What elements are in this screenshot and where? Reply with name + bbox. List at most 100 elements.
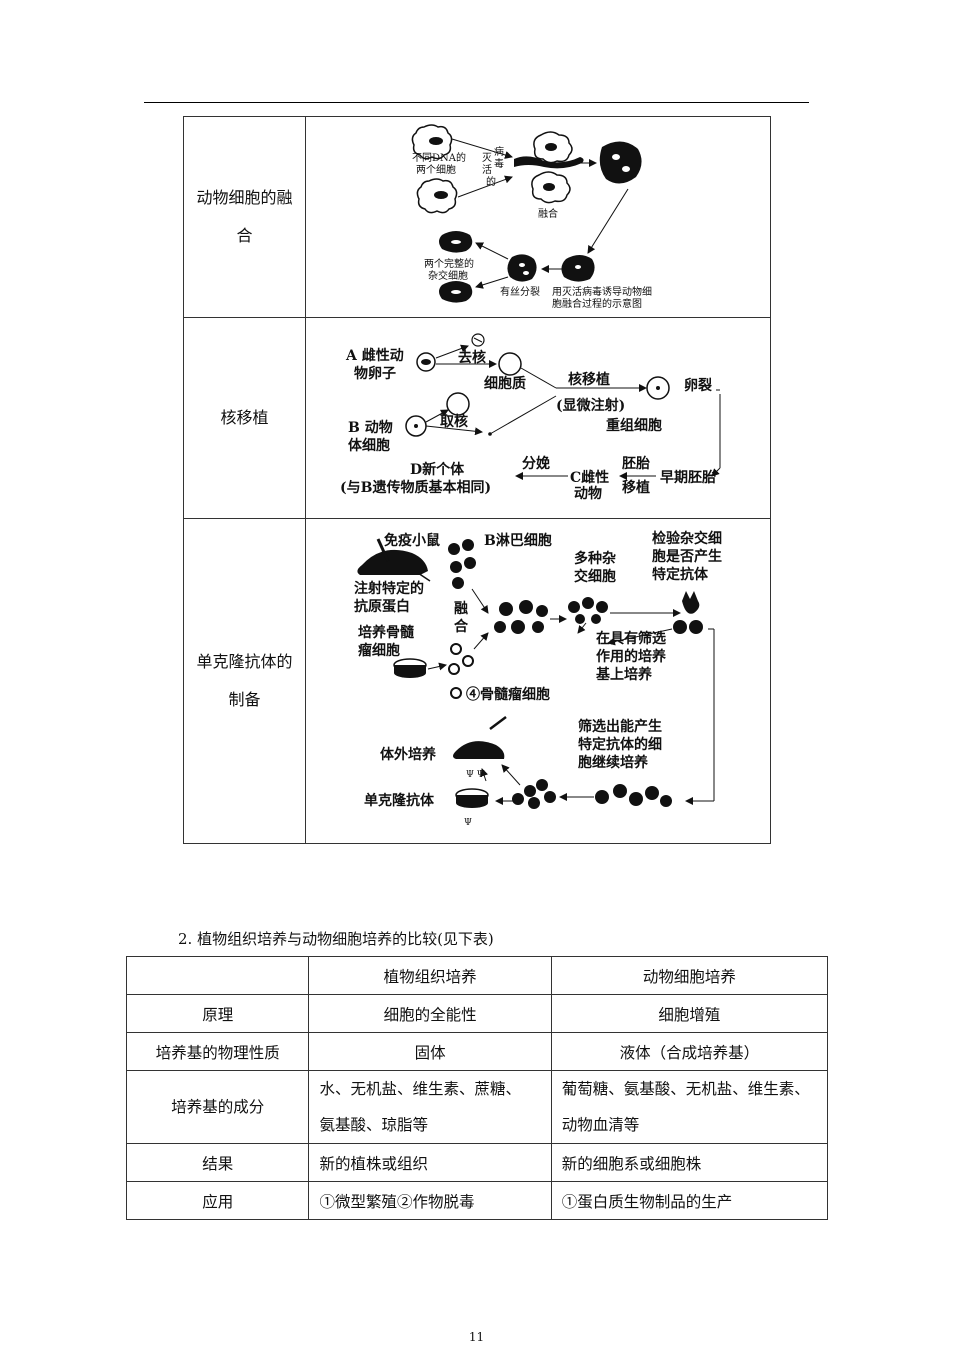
- culture-dish-icon: [393, 658, 427, 678]
- myeloma-cell-icon: [448, 643, 474, 699]
- diagram-label: 动物: [574, 485, 602, 502]
- empty-cell-icon: [446, 392, 470, 416]
- dividing-cell-icon: [561, 255, 595, 282]
- monoclonal-antibody-diagram: 免疫小鼠 注射特定的 抗原蛋白 B淋巴细胞 培养骨髓 瘤细胞: [354, 530, 722, 828]
- table-row: 原理 细胞的全能性 细胞增殖: [125, 994, 829, 1033]
- row-name-cell: 结果: [125, 1143, 310, 1182]
- nucleus-icon: [471, 333, 485, 347]
- egg-cell-icon: [416, 352, 436, 372]
- diagram-label: 培养骨髓: [358, 624, 415, 641]
- diagram-label: 胞是否产生: [651, 548, 722, 565]
- cell-line: 水、无机盐、维生素、蔗糖、: [319, 1080, 521, 1098]
- animal-cell: 葡萄糖、氨基酸、无机盐、维生素、 动物血清等: [550, 1070, 829, 1144]
- plant-cell: 细胞的全能性: [308, 994, 552, 1033]
- comparison-table-culture: 植物组织培养 动物细胞培养 原理 细胞的全能性 细胞增殖 培养基的物理性质 固体…: [125, 956, 829, 1220]
- table-header-row: 植物组织培养 动物细胞培养: [125, 956, 829, 995]
- row-name-cell: 原理: [125, 994, 310, 1033]
- diagram-label: 重组细胞: [606, 417, 662, 434]
- connector-line: [489, 395, 557, 435]
- cell-line: 葡萄糖、氨基酸、无机盐、维生素、: [561, 1080, 810, 1098]
- diagram-label: 单克隆抗体: [364, 792, 435, 809]
- diagram-label: 胞融合过程的示意图: [552, 297, 642, 310]
- diagram-label: 的: [486, 175, 496, 188]
- fused-cells-icon: [494, 600, 548, 634]
- plant-cell: 新的植株或组织: [308, 1143, 552, 1182]
- diagram-label: B淋巴细胞: [484, 532, 552, 549]
- cloned-cells-icon: [512, 779, 556, 809]
- cell-line: 动物血清等: [561, 1116, 640, 1134]
- arrow: [587, 188, 629, 254]
- diagram-label: 两个完整的: [424, 257, 474, 270]
- plant-cell: 水、无机盐、维生素、蔗糖、 氨基酸、琼脂等: [308, 1070, 552, 1144]
- table-row: 结果 新的植株或组织 新的细胞系或细胞株: [125, 1143, 829, 1182]
- diagram-label: A 雌性动: [345, 347, 404, 364]
- arrow: [425, 425, 483, 436]
- arrow: [577, 622, 587, 634]
- diagram-label: (与B遗传物质基本相同): [340, 479, 491, 496]
- table-row: 培养基的物理性质 固体 液体（合成培养基）: [125, 1032, 829, 1071]
- diagram-label: 灭: [482, 152, 492, 164]
- plant-cell: ①微型繁殖②作物脱毒: [308, 1181, 552, 1220]
- arrow: [475, 276, 509, 289]
- diagram-label: 注射特定的: [354, 580, 424, 597]
- header-cell: 动物细胞培养: [550, 956, 829, 995]
- cell-line: 氨基酸、琼脂等: [319, 1116, 428, 1134]
- diagram-label: 特定抗体: [652, 566, 709, 583]
- diagram-label: 融合: [538, 207, 558, 220]
- diagram-label: 两个细胞: [416, 163, 456, 176]
- arrow: [473, 632, 489, 650]
- nuclear-transfer-figure-cell: A 雌性动 物卵子 去核 细胞质 核移植 (显微注射): [305, 317, 771, 519]
- header-cell: [125, 956, 310, 995]
- cell-icon: [416, 178, 458, 214]
- fused-cell-icon: [599, 141, 642, 184]
- arrow: [475, 242, 509, 260]
- arrow: [711, 467, 721, 477]
- diagram-label: C雌性: [570, 469, 609, 486]
- animal-cell: 细胞增殖: [550, 994, 829, 1033]
- comparison-table-animal-techniques: 动物细胞的融合 不同DNA的 两个细胞 灭 活 病: [183, 116, 771, 844]
- arrow: [451, 138, 513, 159]
- reconstructed-cell-icon: [646, 376, 670, 400]
- diagram-label: 用灭活病毒诱导动物细: [552, 285, 652, 298]
- section-caption: 2. 植物组织培养与动物细胞培养的比较(见下表): [178, 930, 494, 948]
- animal-cell: 新的细胞系或细胞株: [550, 1143, 829, 1182]
- header-cell: 植物组织培养: [308, 956, 552, 995]
- svg-text:Ψ: Ψ: [464, 818, 472, 828]
- diagram-label: 早期胚胎: [660, 469, 716, 486]
- diagram-label: 融: [454, 600, 468, 617]
- diagram-label: 卵裂: [684, 377, 712, 394]
- diagram-label: 基上培养: [596, 666, 653, 683]
- diagram-label: (显微注射): [556, 397, 625, 414]
- arrow: [457, 175, 513, 198]
- nuclear-transfer-diagram: A 雌性动 物卵子 去核 细胞质 核移植 (显微注射): [340, 333, 721, 502]
- hybrid-cell-icon: [439, 281, 473, 303]
- diagram-label: 不同DNA的: [412, 151, 466, 164]
- diagram-label: ④骨髓瘤细胞: [466, 686, 550, 703]
- diagram-label: 体细胞: [348, 437, 390, 454]
- row-name-cell: 培养基的物理性质: [125, 1032, 310, 1071]
- diagram-label: B 动物: [348, 419, 393, 436]
- mitosis-cell-icon: [507, 254, 537, 282]
- row-label-monoclonal-antibody: 单克隆抗体的制备: [183, 518, 306, 844]
- arrow: [501, 764, 521, 786]
- animal-cell: 液体（合成培养基）: [550, 1032, 829, 1071]
- diagram-label: 病: [494, 145, 504, 158]
- mouse-icon: Ψ Ψ: [453, 716, 507, 780]
- diagram-label: 作用的培养: [596, 648, 667, 665]
- animal-cell: ①蛋白质生物制品的生产: [550, 1181, 829, 1220]
- row-label-cell-fusion: 动物细胞的融合: [183, 116, 306, 318]
- monoclonal-antibody-figure-cell: 免疫小鼠 注射特定的 抗原蛋白 B淋巴细胞 培养骨髓 瘤细胞: [305, 518, 771, 844]
- diagram-label: 胚胎: [622, 455, 650, 472]
- culture-dish-icon: Ψ: [455, 788, 489, 828]
- cell-fusion-figure-cell: 不同DNA的 两个细胞 灭 活 病 毒 的 融合: [305, 116, 771, 318]
- selected-cells-icon: [595, 784, 672, 807]
- top-rule: [144, 102, 809, 103]
- table-row: 核移植 A 雌性动 物卵子 去核 细胞质: [183, 317, 771, 519]
- arrow: [427, 662, 447, 671]
- svg-text:Ψ Ψ: Ψ Ψ: [466, 770, 485, 780]
- diagram-label: 分娩: [522, 455, 550, 472]
- table-row: 单克隆抗体的制备 免疫小鼠 注射特定的 抗原蛋白 B淋巴细胞: [183, 518, 771, 844]
- plant-cell: 固体: [308, 1032, 552, 1071]
- arrow: [425, 409, 449, 423]
- diagram-label: 交细胞: [574, 568, 616, 585]
